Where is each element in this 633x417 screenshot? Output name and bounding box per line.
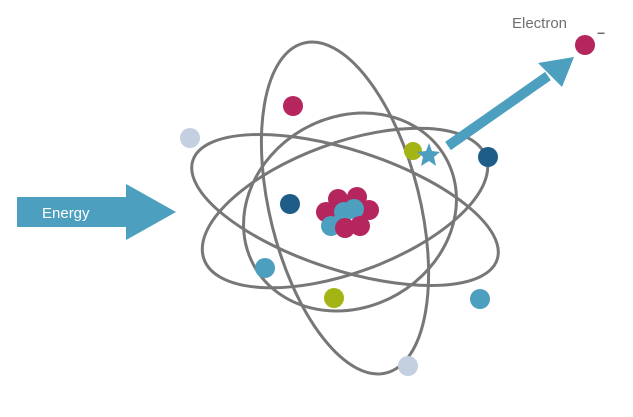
electron (470, 289, 490, 309)
nucleus (316, 187, 379, 238)
right-arrow-icon (17, 184, 176, 240)
orbit-ring (190, 132, 500, 288)
neutron (344, 199, 364, 219)
ejection-arrow (445, 57, 574, 151)
proton (359, 200, 379, 220)
proton (350, 216, 370, 236)
electron-label: Electron (512, 15, 567, 32)
orbit-ring (242, 111, 458, 313)
energy-arrow: Energy (17, 184, 176, 240)
star-burst-icon (417, 143, 440, 166)
electron (255, 258, 275, 278)
ejected-electron: Electron − (512, 15, 605, 55)
charge-sign: − (597, 25, 605, 41)
proton (335, 218, 355, 238)
electron (280, 194, 300, 214)
energy-label: Energy (42, 205, 90, 222)
diagonal-arrow-icon (445, 71, 551, 151)
electron (478, 147, 498, 167)
arrow-head (538, 57, 574, 87)
electrons (180, 96, 498, 376)
orbit-ring (259, 40, 431, 376)
electron (398, 356, 418, 376)
electron (324, 288, 344, 308)
electron (180, 128, 200, 148)
ejected-electron-vacancy (404, 142, 422, 160)
electron (283, 96, 303, 116)
electron (575, 35, 595, 55)
orbits (190, 40, 500, 376)
